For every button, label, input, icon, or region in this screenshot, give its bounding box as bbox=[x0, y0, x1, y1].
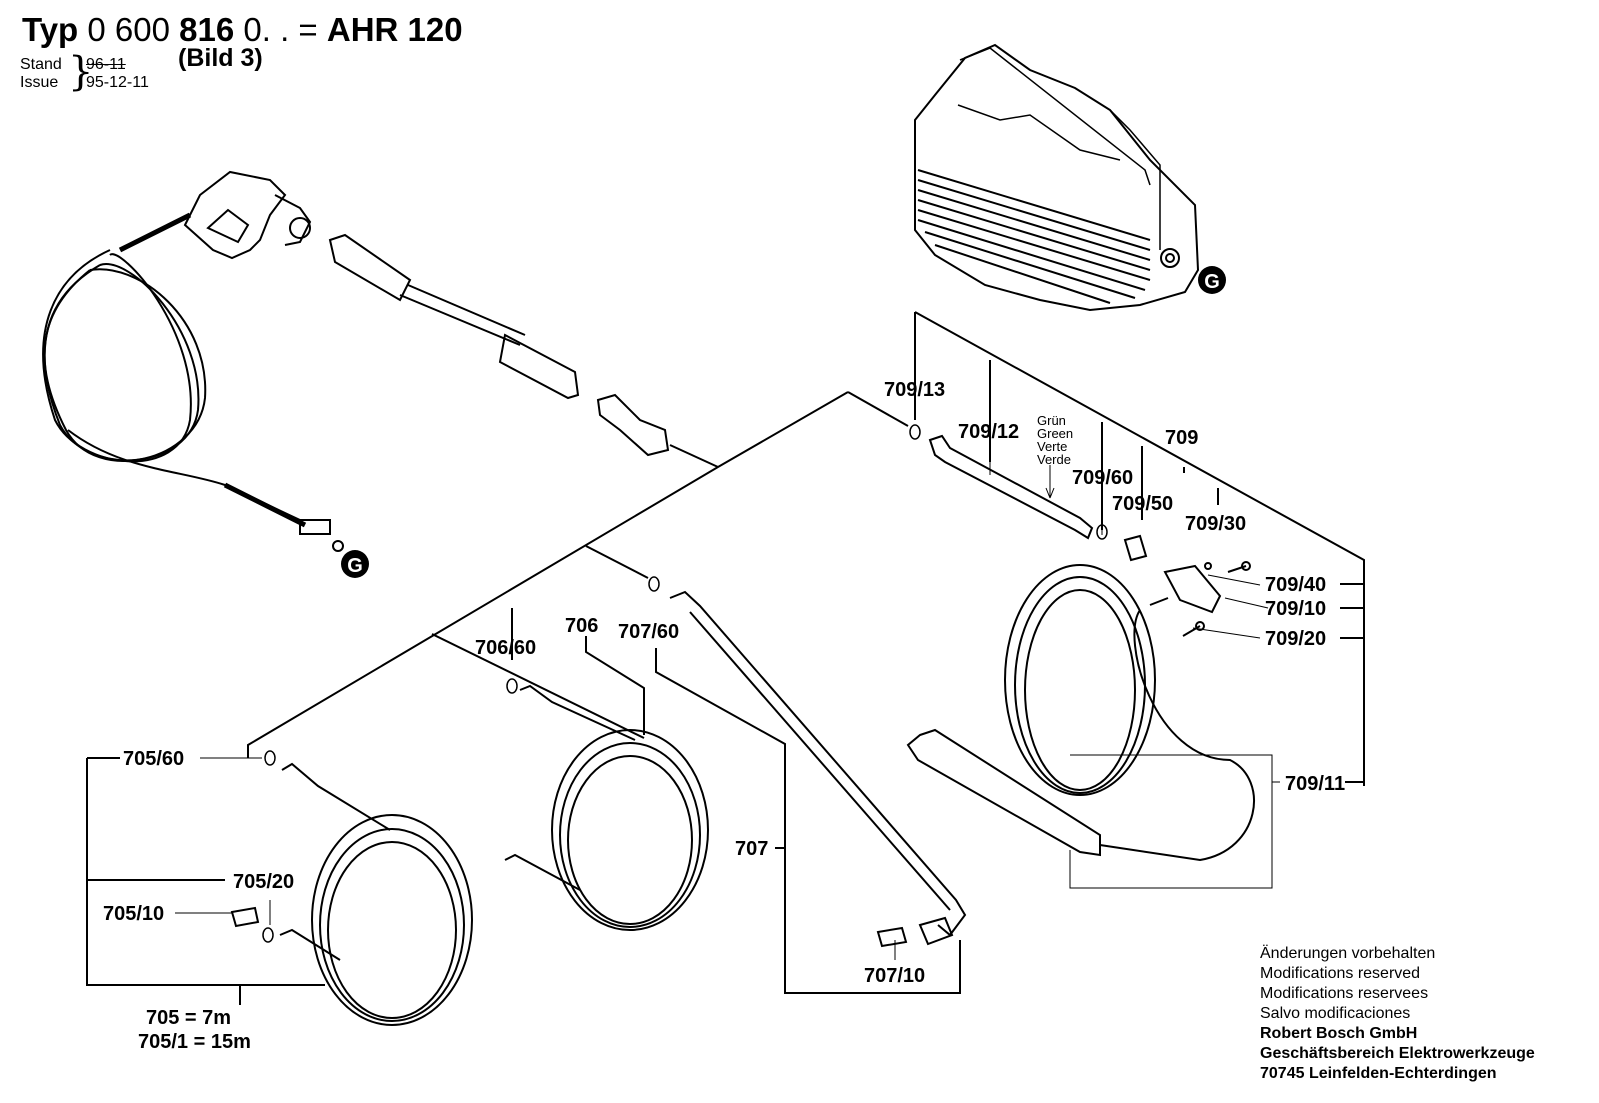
leader-lines bbox=[175, 460, 1280, 960]
part-label-705-60: 705/60 bbox=[123, 748, 184, 770]
part-label-709-60: 709/60 bbox=[1072, 467, 1133, 489]
issue-label: Issue bbox=[20, 74, 59, 91]
part-label-706: 706 bbox=[565, 615, 598, 637]
marker-g-housing: G bbox=[1204, 271, 1220, 293]
part-label-709-30: 709/30 bbox=[1185, 513, 1246, 535]
stand-old-date: 96-11 bbox=[86, 56, 126, 73]
issue-date: 95-12-11 bbox=[86, 74, 149, 91]
type-number-a: 0 600 bbox=[87, 11, 170, 48]
footer-line-en: Modifications reserved bbox=[1260, 965, 1421, 982]
part-label-707-10: 707/10 bbox=[864, 965, 925, 987]
part-label-706-60: 706/60 bbox=[475, 637, 536, 659]
type-number-b: 816 bbox=[179, 11, 235, 48]
footer-division: Geschäftsbereich Elektrowerkzeuge bbox=[1260, 1045, 1535, 1062]
stand-label: Stand bbox=[20, 56, 62, 73]
footer-notes: Änderungen vorbehalten Modifications res… bbox=[1260, 944, 1535, 1084]
part-label-709-11: 709/11 bbox=[1285, 773, 1345, 795]
pressure-washer-housing bbox=[914, 43, 1200, 312]
color-note-fr: Verte bbox=[1037, 439, 1067, 454]
part-label-709-50: 709/50 bbox=[1112, 493, 1173, 515]
part-label-705-7m: 705 = 7m bbox=[146, 1007, 231, 1029]
extension-lance-709-12 bbox=[928, 434, 1148, 562]
part-label-709-12: 709/12 bbox=[958, 421, 1019, 443]
o-rings bbox=[262, 424, 1108, 943]
color-note-en: Green bbox=[1037, 426, 1073, 441]
figure-ref: (Bild 3) bbox=[178, 44, 263, 72]
part-label-707-60: 707/60 bbox=[618, 621, 679, 643]
footer-line-fr: Modifications reservees bbox=[1260, 985, 1429, 1002]
type-number-c: 0. . = bbox=[243, 11, 318, 48]
footer-address: 70745 Leinfelden-Echterdingen bbox=[1260, 1065, 1497, 1082]
document-title: Typ 0 600 816 0. . = AHR 120 bbox=[22, 10, 463, 50]
hose-coil-705 bbox=[230, 762, 473, 1026]
small-screws-709 bbox=[1182, 561, 1251, 637]
part-label-705-20: 705/20 bbox=[233, 871, 294, 893]
model-name: AHR 120 bbox=[326, 11, 463, 48]
lance-707 bbox=[669, 590, 967, 948]
part-label-709-13: 709/13 bbox=[884, 379, 945, 401]
connector-marker-g-housing: G bbox=[1198, 266, 1226, 294]
hose-coil-709-11 bbox=[906, 564, 1255, 862]
marker-g-hose: G bbox=[347, 555, 363, 577]
color-note-de: Grün bbox=[1037, 413, 1066, 428]
spray-gun-with-hose bbox=[42, 170, 344, 552]
part-label-707: 707 bbox=[735, 838, 768, 860]
footer-company: Robert Bosch GmbH bbox=[1260, 1025, 1418, 1042]
part-label-709-20: 709/20 bbox=[1265, 628, 1326, 650]
part-label-705-10: 705/10 bbox=[103, 903, 164, 925]
brace-symbol: } bbox=[68, 49, 94, 95]
footer-line-es: Salvo modificaciones bbox=[1260, 1005, 1411, 1022]
hose-coil-706 bbox=[504, 684, 709, 931]
typ-label: Typ bbox=[22, 11, 79, 48]
green-arrow bbox=[1045, 487, 1055, 499]
part-label-709-40: 709/40 bbox=[1265, 574, 1326, 596]
part-label-709: 709 bbox=[1165, 427, 1198, 449]
callout-lines bbox=[86, 311, 1365, 1005]
connector-marker-g-hose: G bbox=[341, 550, 369, 578]
color-note-es: Verde bbox=[1037, 452, 1071, 467]
spray-lance bbox=[328, 233, 670, 457]
footer-line-de: Änderungen vorbehalten bbox=[1260, 945, 1436, 962]
part-label-705-1-15m: 705/1 = 15m bbox=[138, 1031, 251, 1053]
part-label-709-10: 709/10 bbox=[1265, 598, 1326, 620]
